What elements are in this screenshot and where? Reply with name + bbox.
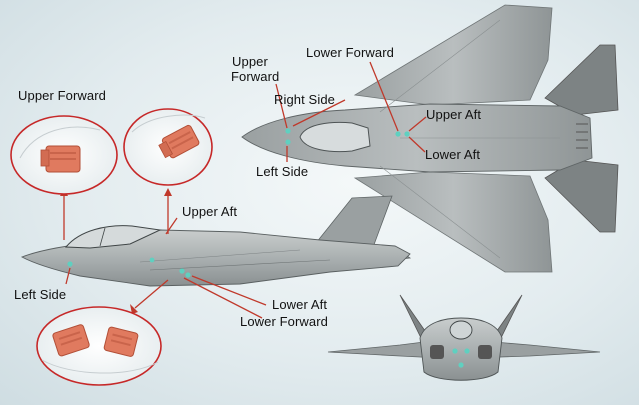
label-right-side-top: Right Side xyxy=(274,92,335,107)
top-view-sensor-markers xyxy=(285,128,410,145)
inset-upper-forward xyxy=(10,115,118,195)
top-view-leader-lines xyxy=(275,61,427,162)
label-lower-forward-top: Lower Forward xyxy=(306,45,394,60)
front-view-sensor-markers xyxy=(452,348,470,368)
label-left-side-top: Left Side xyxy=(256,164,309,179)
label-upper-aft-side: Upper Aft xyxy=(182,204,238,219)
sensor-window-icon xyxy=(40,145,81,173)
front-view-aircraft xyxy=(327,294,601,381)
label-lower-aft-top: Lower Aft xyxy=(425,147,481,162)
inset-lower xyxy=(36,306,162,386)
label-upper-forward-inset: Upper Forward xyxy=(18,88,106,103)
label-upper-aft-top: Upper Aft xyxy=(426,107,482,122)
side-view-sensor-markers xyxy=(67,257,191,278)
label-upper-forward-top-line2: Forward xyxy=(231,69,280,84)
side-view-aircraft xyxy=(20,195,412,287)
label-lower-aft-side: Lower Aft xyxy=(272,297,328,312)
inset-upper-aft xyxy=(123,108,213,186)
label-lower-forward-side: Lower Forward xyxy=(240,314,328,329)
sensor-window-icon xyxy=(103,326,139,357)
label-upper-forward-top-line1: Upper xyxy=(232,54,268,69)
sensor-window-icon xyxy=(52,324,90,357)
top-view-aircraft xyxy=(241,4,619,273)
label-left-side-side: Left Side xyxy=(14,287,67,302)
sensor-window-icon xyxy=(158,124,200,159)
